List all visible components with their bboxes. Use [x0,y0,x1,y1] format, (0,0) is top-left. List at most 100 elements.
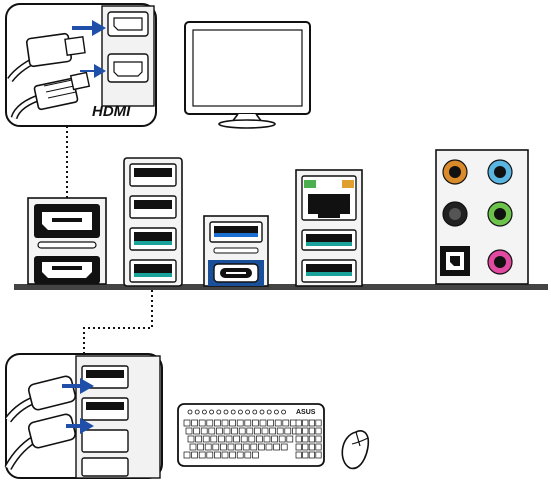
keyboard-numpad-key [308,427,315,435]
keyboard-fn-key [259,409,265,415]
arrow-icon [62,378,94,394]
audio-jack-blue [487,159,513,185]
keyboard-fn-key [223,409,229,415]
keyboard-key [238,427,246,435]
keyboard-key [273,443,280,451]
keyboard-key [185,427,193,435]
usb-a-port-teal [129,227,177,251]
keyboard-key [202,435,210,443]
keyboard-key [208,427,216,435]
keyboard-key [225,435,233,443]
audio-block [435,149,529,285]
usb-a-port [129,195,177,219]
hdmi-plug [10,71,91,120]
keyboard-numpad-key [295,451,302,459]
keyboard-key [267,419,274,427]
keyboard-key [286,435,294,443]
keyboard-key [229,451,236,459]
keyboard-key [261,427,269,435]
usb-plug [4,413,77,470]
keyboard-key [274,419,282,427]
keyboard-key [195,435,202,443]
keyboard-key [229,419,236,427]
hdmi-callout: HDMI [5,3,157,127]
keyboard-icon: ASUS [177,403,325,467]
keyboard-key [216,427,223,435]
keyboard-key [198,419,206,427]
optical-spdif-port [440,246,470,276]
keyboard-key [244,451,252,459]
audio-jack-black [442,201,468,227]
keyboard-key [280,443,288,451]
keyboard-fn-key [245,409,251,415]
audio-jack-green [487,201,513,227]
keyboard-numpad-key [315,427,322,435]
keyboard-numpad-key [295,435,302,443]
keyboard-key [269,427,276,435]
keyboard-key [231,427,238,435]
keyboard-key [214,419,221,427]
keyboard-numpad-key [308,443,315,451]
displayport-plug [7,32,86,83]
usb3-a-port [209,221,263,243]
keyboard-key [210,435,218,443]
keyboard-key [183,419,191,427]
keyboard-fn-key [194,409,200,415]
keyboard-numpad-key [302,419,309,427]
video-ports-block [27,197,107,285]
keyboard-key [242,443,250,451]
keyboard-key [240,435,248,443]
keyboard-key [282,419,290,427]
io-shield-baseline [14,284,548,290]
lan-port [301,175,357,221]
keyboard-fn-key [216,409,222,415]
keyboard-key [248,435,256,443]
callout-usb-socket [81,365,129,389]
arrow-icon [80,64,106,78]
keyboard-fn-key [209,409,215,415]
mouse-icon [341,430,370,470]
keyboard-key [258,443,265,451]
keyboard-key [191,451,198,459]
keyboard-numpad-key [315,443,322,451]
keyboard-key [252,451,259,459]
keyboard-fn-key [252,409,258,415]
callout-leader-line [83,290,153,354]
keyboard-numpad-key [308,451,315,459]
keyboard-key [193,427,200,435]
keyboard-key [244,419,252,427]
usb3-a-port-teal [301,229,357,251]
keyboard-key [206,419,214,427]
keyboard-key [204,443,212,451]
hdmi-port [34,256,100,284]
keyboard-numpad-key [295,419,302,427]
keyboard-key [271,435,278,443]
keyboard-numpad-key [315,451,322,459]
keyboard-key [223,427,231,435]
keyboard-key [290,419,297,427]
keyboard-key [246,427,254,435]
keyboard-key [278,435,286,443]
keyboard-fn-key [237,409,243,415]
keyboard-key [221,451,229,459]
keyboard-numpad-key [295,427,302,435]
keyboard-key [191,419,198,427]
callout-displayport-socket [107,11,149,37]
keyboard-numpad-key [302,435,309,443]
callout-usb-socket [81,457,129,477]
keyboard-key [233,435,240,443]
keyboard-key [256,435,263,443]
hdmi-logo: HDMI [92,103,131,120]
arrow-icon [72,20,106,36]
usb-c-port [208,260,264,286]
keyboard-numpad-key [302,451,309,459]
keyboard-key [200,427,208,435]
keyboard-fn-key [230,409,236,415]
callout-usb-socket [81,397,129,421]
displayport-port [34,204,100,238]
usb-stack-4port [123,157,183,287]
keyboard-fn-key [281,409,287,415]
keyboard-key [263,435,271,443]
keyboard-key [252,419,259,427]
